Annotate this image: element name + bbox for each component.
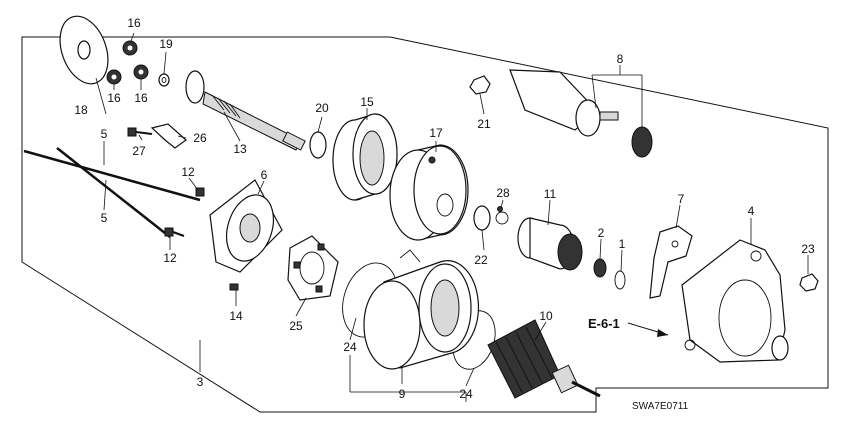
callout-23: 23 [801,242,815,256]
part-1-snap-ring [614,270,626,290]
part-22-washer [473,205,491,231]
callout-25: 25 [289,319,303,333]
part-6-end-cover [209,179,283,273]
part-5-bolt [56,147,171,238]
part-8-solenoid [509,69,653,158]
part-12-bolt [164,227,185,237]
part-25-brush-holder [287,235,339,301]
part-12-bolt [195,187,205,197]
callout-21: 21 [477,117,491,131]
part-20-ring [309,131,327,159]
part-16-gear [133,64,149,80]
part-17-yoke [389,144,469,241]
callout-6: 6 [261,168,268,182]
part-13-shaft [185,70,306,151]
reference-arrow [627,322,669,337]
callout-28: 28 [496,186,510,200]
assembly-frame [21,36,829,413]
leader-lines [95,32,809,402]
callout-11: 11 [544,187,557,201]
part-16-gear [122,40,138,56]
callout-16c: 16 [134,91,148,105]
callout-18: 18 [74,103,88,117]
callout-12a: 12 [181,165,195,179]
callout-4: 4 [748,204,755,218]
callout-24b: 24 [459,387,473,401]
callout-19: 19 [159,37,173,51]
callout-27: 27 [132,144,146,158]
callout-5a: 5 [101,127,108,141]
callout-20: 20 [315,101,329,115]
part-18-plate [59,15,109,85]
part-16-gear [106,69,122,85]
callout-7: 7 [678,192,685,206]
callout-2: 2 [598,226,605,240]
callout-22: 22 [474,253,488,267]
callout-5b: 5 [101,211,108,225]
callout-24a: 24 [343,340,357,354]
part-28-clip [495,206,509,225]
part-4-gear-housing [681,239,789,363]
part-9-field-housing [363,249,480,370]
part-23-nut [799,273,819,292]
callout-17: 17 [429,126,443,140]
part-2-collar [593,258,607,278]
part-11-pinion-clutch [517,217,583,271]
callout-1: 1 [619,237,626,251]
part-15-ring-gear [332,113,398,201]
part-14-screw [229,283,239,291]
part-7-shift-lever [649,225,693,299]
part-10-armature [487,319,601,399]
callout-8: 8 [617,52,624,66]
part-19-washer [158,73,170,87]
callout-26: 26 [193,131,207,145]
callout-15: 15 [360,95,374,109]
callout-12b: 12 [163,251,177,265]
reference-label: E-6-1 [588,316,620,331]
callout-13: 13 [233,142,247,156]
callout-14: 14 [229,309,243,323]
callout-10: 10 [539,309,553,323]
part-26-lever [150,123,187,149]
callout-16a: 16 [127,16,141,30]
callout-16b: 16 [107,91,121,105]
callout-9: 9 [399,387,406,401]
part-5-bolt [23,149,201,202]
callout-3: 3 [197,375,204,389]
drawing-code: SWA7E0711 [632,401,689,412]
part-21-nut [469,75,491,95]
part-27-bolt [127,127,153,137]
